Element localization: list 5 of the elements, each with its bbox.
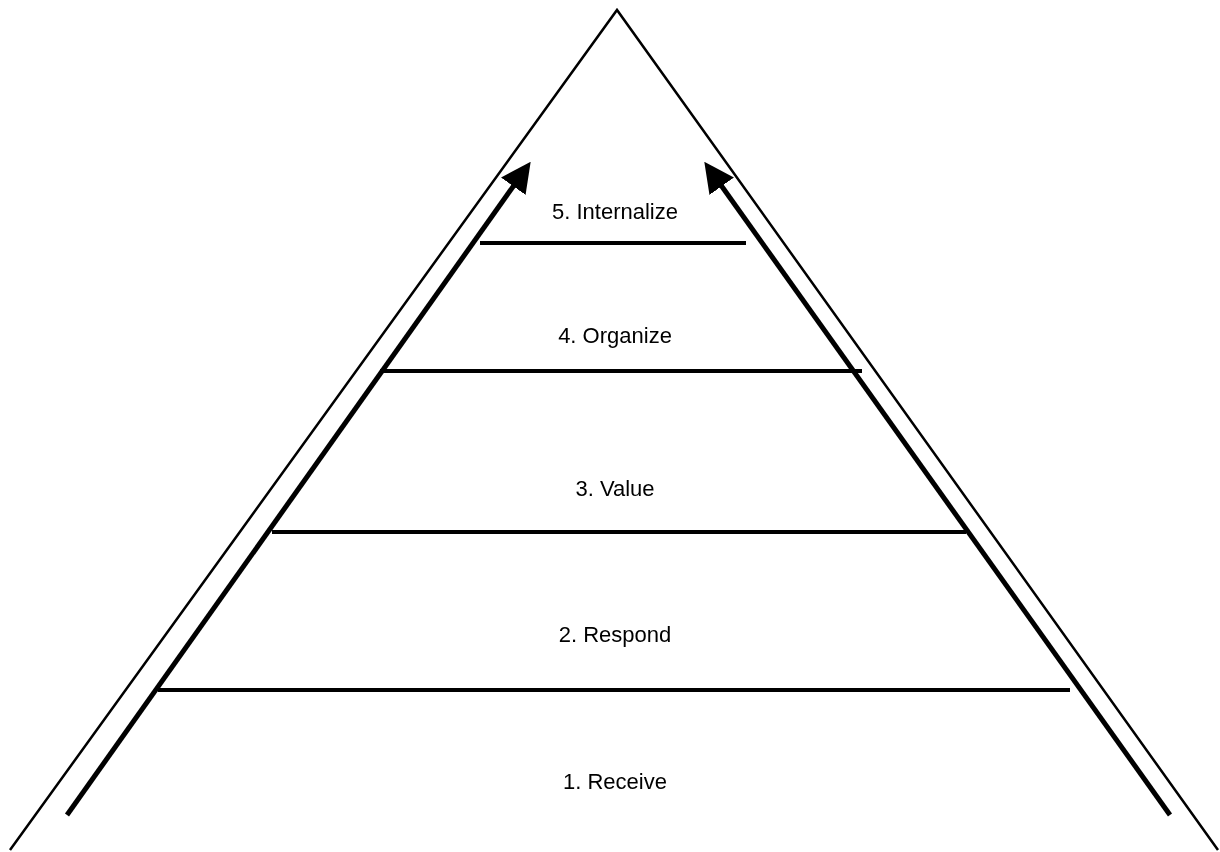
pyramid-level-label: 1. Receive — [563, 769, 667, 795]
pyramid-level-label: 4. Organize — [558, 323, 672, 349]
pyramid-level-label: 3. Value — [575, 476, 655, 502]
pyramid-level-label: 2. Respond — [558, 622, 672, 648]
pyramid-level-label: 5. Internalize — [552, 199, 678, 225]
